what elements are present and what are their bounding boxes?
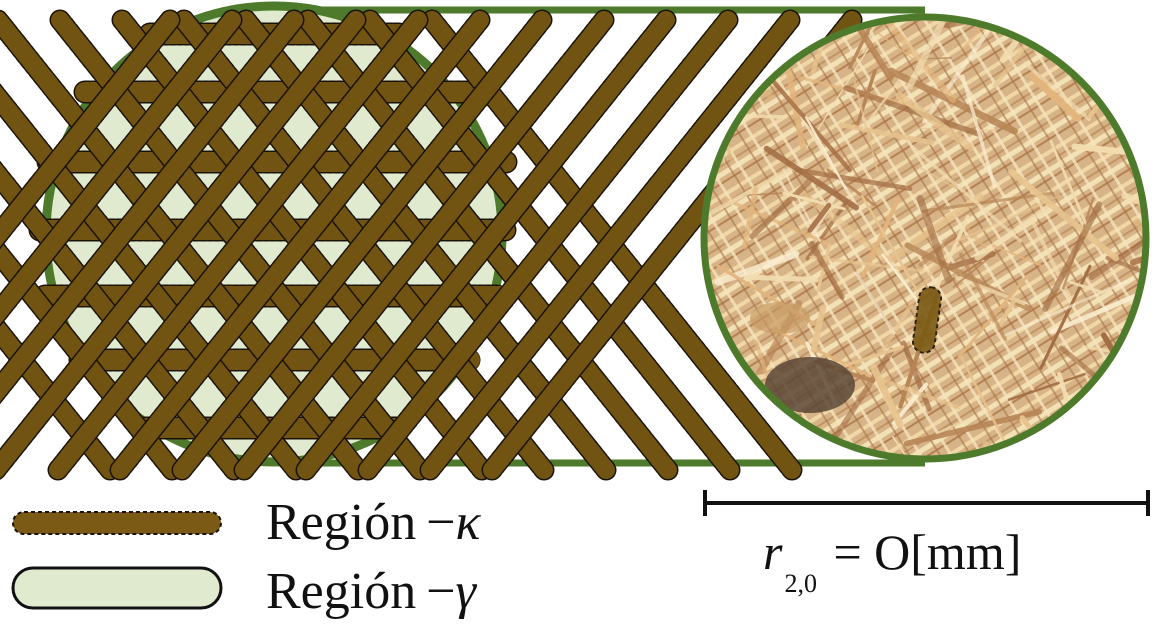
photo-fiber-splinter <box>1130 21 1154 30</box>
scale-bar <box>703 490 1150 516</box>
legend-gamma-dash: − <box>426 563 455 620</box>
photo-fiber-splinter <box>1095 435 1119 507</box>
photo-fiber-splinter <box>1116 392 1154 495</box>
scale-value: O[mm] <box>874 524 1021 580</box>
photo-fiber-splinter <box>1037 425 1081 496</box>
photo-fiber-splinter <box>1119 36 1154 84</box>
legend-swatch-kappa <box>13 512 221 534</box>
photo-fiber-splinter <box>1140 25 1154 104</box>
legend-label-gamma: Región−γ <box>266 566 476 618</box>
photo-fiber-splinter <box>1072 402 1098 446</box>
photo-fiber-splinter <box>1110 439 1142 465</box>
scale-subscript: 2,0 <box>784 569 817 598</box>
legend-swatch-gamma <box>13 568 221 608</box>
scale-equals: = <box>833 524 861 580</box>
photo-fiber-splinter <box>1104 335 1143 402</box>
legend-label-kappa: Región−κ <box>266 497 481 549</box>
legend-gamma-prefix: Región <box>266 563 416 620</box>
legend-kappa-symbol: κ <box>456 494 481 551</box>
photo-fiber-splinter <box>1123 0 1154 19</box>
legend-kappa-prefix: Región <box>266 494 416 551</box>
scale-label: r2,0 = O[mm] <box>763 527 1021 597</box>
photo-fiber-splinter <box>747 277 816 279</box>
photo-fiber-splinter <box>1136 421 1154 445</box>
legend-kappa-dash: − <box>426 494 455 551</box>
photo-fiber-splinter <box>1089 62 1137 116</box>
legend-gamma-symbol: γ <box>456 563 477 620</box>
photo-fiber-splinter <box>1107 26 1154 47</box>
photo-fiber-splinter <box>1051 450 1095 454</box>
scale-variable: r <box>763 524 782 580</box>
